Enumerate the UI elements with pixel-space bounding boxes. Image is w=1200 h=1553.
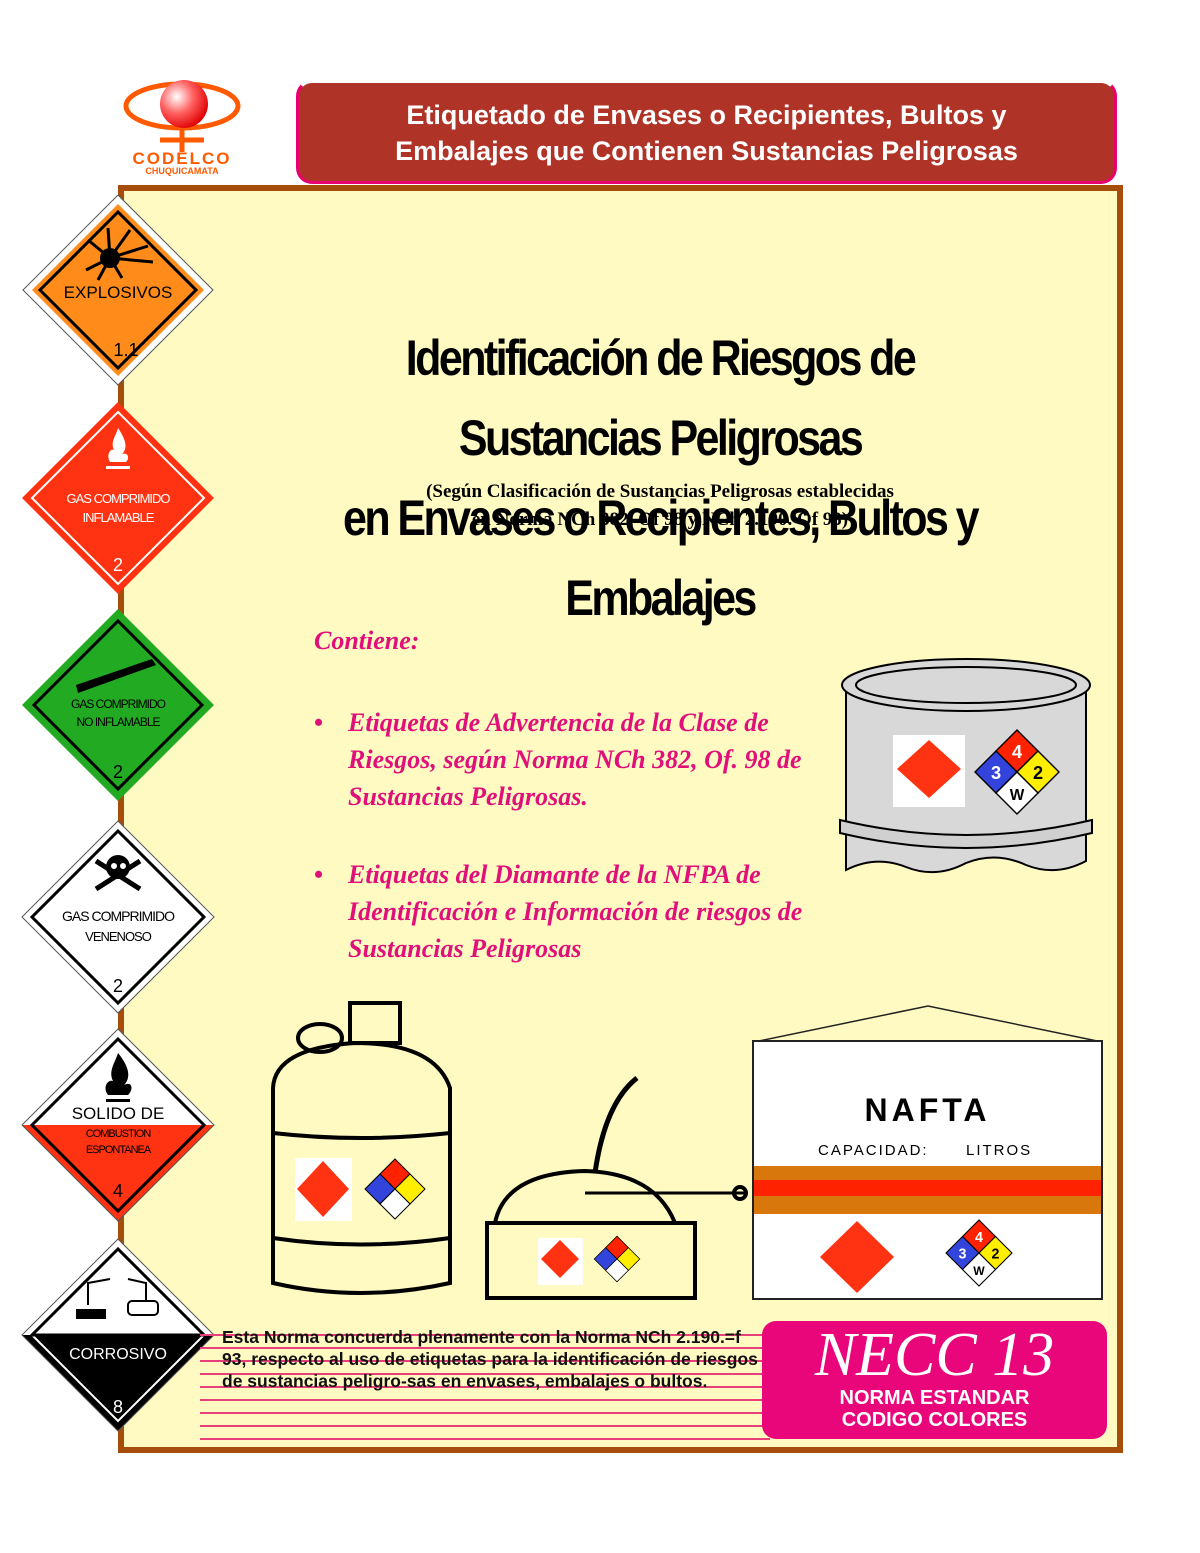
bullet-mark: • bbox=[314, 860, 324, 889]
label-text: CORROSIVO bbox=[69, 1346, 167, 1363]
flammable-liquid-label-icon bbox=[820, 1221, 894, 1293]
sign-stripe-red bbox=[754, 1180, 1101, 1196]
subtitle-line-2: en Norma NCh 382. Of 98 y NCh 2.190. Of … bbox=[471, 509, 849, 530]
nfpa-diamond-icon: 4 3 2 W bbox=[945, 1219, 1013, 1287]
logo-division: CHUQUICAMATA bbox=[145, 166, 219, 176]
label-class-number: 1.1 bbox=[113, 340, 138, 360]
page-title: Identificación de Riesgos de Sustancias … bbox=[307, 318, 1012, 638]
hazard-label-gas-no-inflamable: GAS COMPRIMIDO NO INFLAMABLE 2 bbox=[22, 609, 214, 801]
contents-heading: Contiene: bbox=[314, 626, 420, 655]
title-line-2: en Envases o Recipientes, Bultos y Embal… bbox=[343, 490, 980, 626]
necc-line-2: CODIGO COLORES bbox=[841, 1409, 1028, 1431]
nfpa-flammability: 4 bbox=[975, 1230, 983, 1246]
label-text: INFLAMABLE bbox=[83, 510, 155, 525]
title-line-1: Identificación de Riesgos de Sustancias … bbox=[405, 330, 917, 466]
nfpa-reactivity: 2 bbox=[1033, 763, 1043, 783]
header-banner: Etiquetado de Envases o Recipientes, Bul… bbox=[296, 80, 1117, 184]
label-class-number: 8 bbox=[113, 1397, 123, 1417]
label-text: EXPLOSIVOS bbox=[64, 283, 173, 302]
flammable-liquid-label-icon bbox=[541, 1240, 579, 1278]
hazard-label-corrosivo: CORROSIVO 8 bbox=[21, 1238, 215, 1432]
flammable-liquid-label-icon bbox=[297, 1161, 349, 1217]
header-line-1: Etiquetado de Envases o Recipientes, Bul… bbox=[406, 100, 1007, 130]
sign-labels: 4 3 2 W bbox=[820, 1219, 1013, 1293]
bullet-text: Etiquetas de Advertencia de la Clase de … bbox=[348, 708, 802, 811]
nfpa-diamond-icon: 4 3 2 W bbox=[974, 729, 1060, 815]
label-text: NO INFLAMABLE bbox=[76, 715, 160, 729]
label-class-number: 4 bbox=[113, 1181, 123, 1201]
codelco-emblem-icon bbox=[123, 80, 241, 152]
label-text: SOLIDO DE bbox=[72, 1104, 165, 1123]
corrosion-icon bbox=[76, 1278, 159, 1319]
ruled-lines bbox=[200, 1323, 770, 1448]
flammable-liquid-label-icon bbox=[897, 740, 961, 798]
subtitle-line-1: (Según Clasificación de Sustancias Pelig… bbox=[426, 481, 894, 502]
bullet-text: Etiquetas del Diamante de la NFPA de Ide… bbox=[348, 860, 803, 963]
label-class-number: 2 bbox=[113, 976, 123, 996]
necc-badge: NECC 13 NORMA ESTANDAR CODIGO COLORES bbox=[762, 1321, 1107, 1439]
label-text: GAS COMPRIMIDO bbox=[71, 697, 166, 711]
gas-cylinder-icon bbox=[76, 659, 156, 693]
nfpa-special: W bbox=[973, 1264, 985, 1278]
header-line-2: Embalajes que Contienen Sustancias Pelig… bbox=[395, 136, 1018, 166]
hazard-label-gas-inflamable: GAS COMPRIMIDO INFLAMABLE 2 bbox=[22, 402, 214, 594]
skull-crossbones-icon bbox=[94, 855, 142, 892]
necc-line-1: NORMA ESTANDAR bbox=[839, 1387, 1030, 1409]
flame-icon bbox=[106, 428, 130, 469]
hazard-label-solido-combustion: SOLIDO DE COMBUSTION ESPONTANEA 4 bbox=[21, 1028, 215, 1222]
capacity-label: CAPACIDAD: bbox=[818, 1142, 929, 1159]
label-text: GAS COMPRIMIDO bbox=[66, 491, 170, 506]
norma-note: Esta Norma concuerda plenamente con la N… bbox=[222, 1327, 758, 1391]
label-class-number: 2 bbox=[113, 555, 123, 575]
nfpa-reactivity: 2 bbox=[992, 1247, 1000, 1263]
nfpa-diamond-icon bbox=[364, 1158, 426, 1220]
necc-code: NECC 13 bbox=[814, 1321, 1055, 1389]
contents-bullet: • Etiquetas de Advertencia de la Clase d… bbox=[314, 704, 814, 816]
product-sign: NAFTA CAPACIDAD: LITROS 4 3 2 W bbox=[752, 1040, 1103, 1300]
nfpa-flammability: 4 bbox=[1012, 742, 1023, 762]
contents-bullet: • Etiquetas del Diamante de la NFPA de I… bbox=[314, 856, 814, 968]
nfpa-health: 3 bbox=[991, 763, 1001, 783]
hazard-label-explosivos: EXPLOSIVOS 1.1 bbox=[22, 195, 214, 386]
explosion-icon bbox=[85, 227, 154, 281]
label-text: GAS COMPRIMIDO bbox=[62, 908, 175, 924]
drum-illustration: 4 3 2 W bbox=[839, 658, 1093, 874]
bullet-mark: • bbox=[314, 708, 324, 737]
nfpa-special: W bbox=[1010, 787, 1025, 804]
capacity-unit: LITROS bbox=[966, 1142, 1033, 1159]
logo-brand: CODELCO bbox=[132, 149, 232, 168]
codelco-logo: CODELCO CHUQUICAMATA bbox=[112, 78, 252, 178]
flame-icon bbox=[105, 1053, 132, 1102]
nfpa-health: 3 bbox=[959, 1247, 967, 1263]
label-text: ESPONTANEA bbox=[86, 1144, 152, 1156]
label-text: COMBUSTION bbox=[86, 1128, 152, 1140]
sign-product-name: NAFTA bbox=[864, 1092, 991, 1128]
page-subtitle: (Según Clasificación de Sustancias Pelig… bbox=[300, 478, 1020, 534]
safety-cans-illustration bbox=[271, 1001, 748, 1300]
label-class-number: 2 bbox=[113, 762, 123, 782]
hazard-labels-column: EXPLOSIVOS 1.1 GAS COMPRIMIDO INFLAMABLE… bbox=[21, 195, 215, 1432]
sign-hanger-icon bbox=[753, 1005, 1103, 1043]
hazard-label-gas-venenoso: GAS COMPRIMIDO VENENOSO 2 bbox=[21, 820, 215, 1014]
nfpa-diamond-icon bbox=[593, 1235, 641, 1283]
label-text: VENENOSO bbox=[85, 929, 152, 944]
